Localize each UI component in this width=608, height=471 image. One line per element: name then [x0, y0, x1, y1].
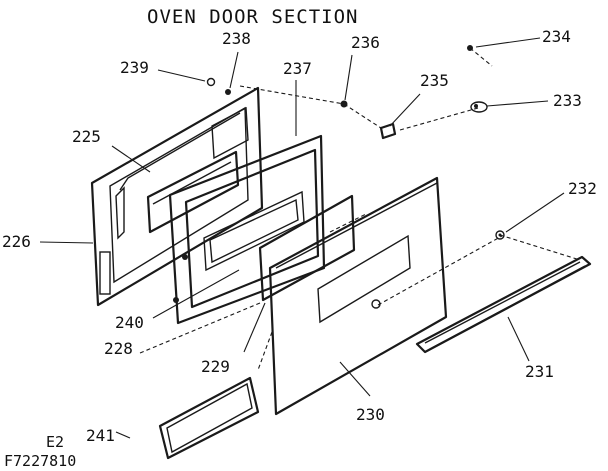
figure-code-line1: E2 — [46, 433, 64, 451]
screw-238-icon — [225, 89, 231, 95]
part-230-outer-door — [268, 176, 448, 416]
label-232: 232 — [568, 179, 597, 198]
label-229: 229 — [201, 357, 230, 376]
clip-233-icon — [470, 101, 488, 113]
label-230: 230 — [356, 405, 385, 424]
figure-code-line2: F7227810 — [4, 452, 76, 470]
label-231: 231 — [525, 362, 554, 381]
clip-240-icon — [173, 297, 179, 303]
label-241: 241 — [86, 426, 115, 445]
leader-lines — [39, 37, 581, 439]
label-228: 228 — [104, 339, 133, 358]
part-226-door-liner — [90, 86, 264, 307]
part-225-inner-glass — [146, 150, 240, 234]
screw-239-icon — [206, 77, 216, 87]
label-237: 237 — [283, 59, 312, 78]
part-231-handle-trim — [415, 255, 592, 354]
label-225: 225 — [72, 127, 101, 146]
label-233: 233 — [553, 91, 582, 110]
part-241-window-glass — [158, 376, 260, 460]
part-237-door-panel — [168, 134, 326, 325]
label-240: 240 — [115, 313, 144, 332]
label-238: 238 — [222, 29, 251, 48]
bracket-235-icon — [379, 122, 397, 140]
label-236: 236 — [351, 33, 380, 52]
label-226: 226 — [2, 232, 31, 251]
label-234: 234 — [542, 27, 571, 46]
label-235: 235 — [420, 71, 449, 90]
part-229-glass-pack — [258, 194, 356, 302]
diagram-title: OVEN DOOR SECTION — [147, 6, 358, 28]
label-239: 239 — [120, 58, 149, 77]
